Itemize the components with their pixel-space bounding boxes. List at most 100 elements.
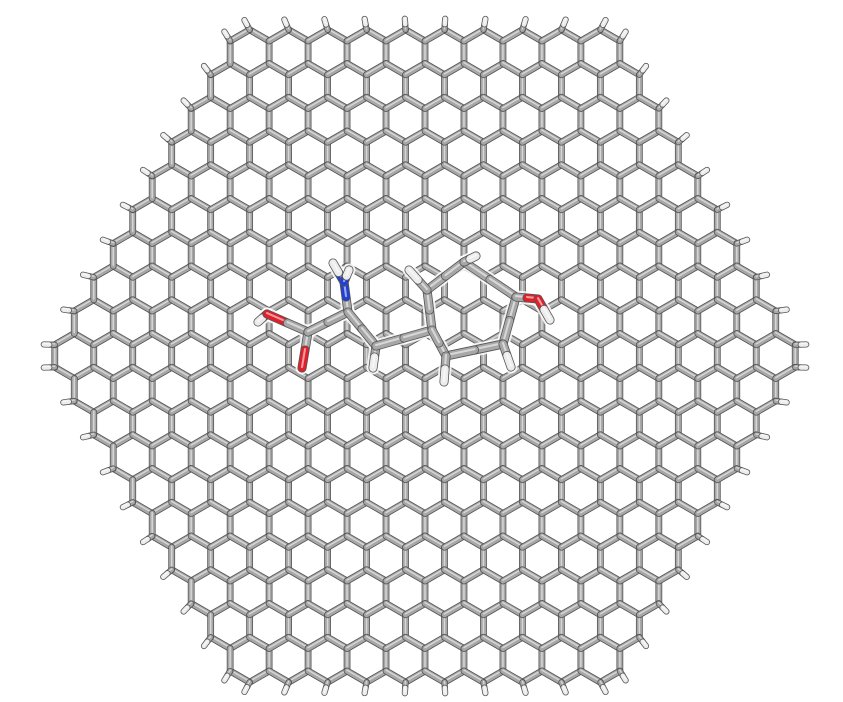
graphene-cc-bond-shine [482, 635, 504, 649]
graphene-ch-bond-h-shine [243, 685, 248, 692]
graphene-cc-bond [149, 229, 175, 247]
graphene-cc-bond [500, 533, 526, 550]
graphene-cc-bond [383, 297, 409, 314]
graphene-cc-bond [519, 634, 545, 652]
graphene-cc-bond [461, 499, 487, 517]
graphene-cc-bond-shine [560, 365, 582, 379]
graphene-cc-bond [753, 297, 779, 314]
graphene-cc-bond-shine [443, 163, 465, 176]
graphene-cc-bond [422, 128, 448, 145]
graphene-cc-bond [324, 567, 350, 584]
graphene-cc-bond-shine [541, 196, 563, 210]
graphene-cc-bond [402, 60, 428, 78]
graphene-cc-bond [422, 94, 448, 112]
graphene-cc-bond-shine [463, 399, 485, 413]
graphene-cc-bond [130, 499, 155, 517]
graphene-cc-bond [208, 533, 233, 550]
graphene-cc-bond [363, 600, 389, 618]
graphene-cc-bond [539, 229, 564, 247]
molecule-bond-oh-hoh-b-shine [542, 307, 552, 321]
molecule-bond-ce2-cd2-b-shine [444, 348, 476, 357]
graphene-cc-bond [461, 533, 487, 550]
graphene-cc-bond [500, 398, 526, 415]
graphene-cc-bond [402, 128, 428, 145]
graphene-ch-bond-h [700, 167, 710, 176]
graphene-cc-bond [363, 60, 389, 78]
graphene-cc-bond [500, 27, 526, 44]
graphene-cc-bond [695, 398, 720, 415]
graphene-ch-bond-h-shine [283, 685, 288, 693]
graphene-cc-bond-shine [580, 331, 602, 345]
graphene-cc-bond [714, 432, 740, 449]
graphene-cc-bond-shine [677, 298, 699, 311]
graphene-cc-bond [324, 330, 350, 348]
graphene-cc-bond [480, 432, 506, 449]
graphene-cc-bond [305, 600, 331, 618]
graphene-cc-bond [324, 60, 350, 78]
graphene-cc-bond [656, 229, 681, 247]
graphene-cc-bond [305, 465, 331, 483]
graphene-cc-bond [169, 263, 194, 280]
graphene-sheet [40, 15, 810, 697]
graphene-cc-bond [169, 195, 194, 213]
graphene-ch-bond-h [759, 272, 770, 279]
graphene-cc-bond-shine [268, 28, 290, 41]
graphene-cc-bond [188, 94, 214, 112]
graphene-ch-bond-h-shine [721, 203, 728, 208]
graphene-ch-bond-h-shine [182, 98, 189, 105]
graphene-cc-bond [208, 263, 233, 280]
graphene-cc-bond [402, 533, 428, 550]
graphene-cc-bond [636, 128, 662, 145]
graphene-cc-bond-shine [560, 568, 582, 581]
graphene-cc-bond [110, 398, 136, 415]
graphene-cc-bond-shine [463, 466, 485, 480]
graphene-cc-bond [227, 634, 253, 652]
graphene-cc-bond [305, 668, 331, 685]
graphene-cc-bond [617, 60, 642, 78]
graphene-cc-bond [344, 330, 370, 348]
graphene-cc-bond [734, 263, 759, 280]
graphene-cc-bond [227, 567, 253, 584]
graphene-cc-bond [344, 533, 370, 550]
graphene-cc-bond [188, 229, 214, 247]
graphene-cc-bond [636, 567, 662, 584]
graphene-cc-bond [110, 432, 136, 449]
graphene-cc-bond [402, 94, 428, 112]
graphene-cc-bond [344, 229, 370, 247]
graphene-cc-bond [519, 398, 545, 415]
graphene-cc-bond [597, 398, 623, 415]
graphene-cc-bond [578, 432, 603, 449]
graphene-cc-bond [227, 465, 253, 483]
graphene-cc-bond [227, 398, 253, 415]
graphene-cc-bond [539, 432, 564, 449]
graphene-cc-bond [441, 600, 467, 618]
graphene-cc-bond-shine [307, 196, 329, 210]
graphene-cc-bond-shine [248, 95, 270, 109]
graphene-cc-bond [286, 465, 311, 483]
graphene-cc-bond [363, 432, 389, 449]
graphene-ch-bond-h [719, 202, 730, 210]
graphene-cc-bond [266, 499, 292, 517]
graphene-cc-bond [578, 499, 603, 517]
graphene-cc-bond [539, 60, 564, 78]
graphene-cc-bond [247, 229, 272, 247]
graphene-ch-bond-h-shine [562, 685, 567, 693]
graphene-cc-bond-shine [521, 500, 543, 514]
graphene-ch-bond-h [140, 167, 150, 176]
graphene-cc-bond [363, 398, 389, 415]
graphene-cc-bond [558, 398, 584, 415]
graphene-cc-bond-shine [424, 129, 446, 143]
graphene-cc-bond [208, 60, 233, 78]
graphene-cc-bond-shine [677, 163, 699, 176]
graphene-cc-bond [247, 128, 272, 145]
graphene-cc-bond-shine [268, 669, 290, 683]
graphene-ch-bond-h-shine [602, 685, 607, 692]
graphene-cc-bond [539, 499, 564, 517]
graphene-cc-bond [441, 297, 467, 314]
graphene-cc-bond-shine [521, 568, 543, 581]
graphene-cc-bond [539, 263, 564, 280]
graphene-cc-bond [480, 297, 506, 314]
graphene-ch-bond-h [739, 468, 750, 475]
graphene-cc-bond-shine [716, 365, 738, 379]
graphene-cc-bond-shine [424, 466, 446, 480]
